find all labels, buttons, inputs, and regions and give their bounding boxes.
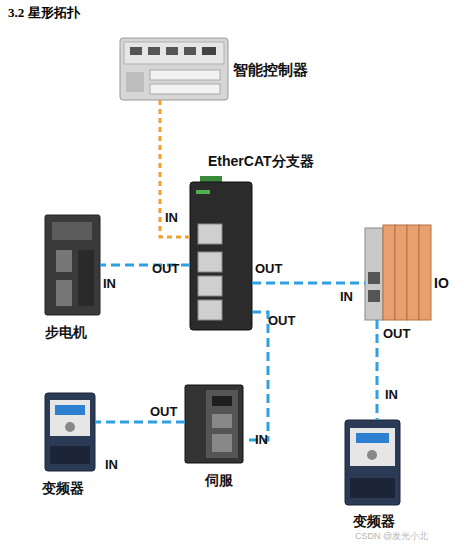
ethernet-cable [252, 282, 365, 285]
hub-image [190, 176, 252, 330]
vfd-body [45, 393, 95, 471]
device-label: 变频器 [353, 514, 395, 529]
port-label: OUT [268, 314, 295, 328]
controller-port [130, 47, 142, 55]
stepper-connector [56, 250, 72, 272]
hub-port [198, 224, 222, 244]
ethernet-cable [243, 312, 268, 440]
servo-display [212, 396, 232, 406]
controller-slot [150, 84, 220, 94]
io-module-image [365, 225, 431, 320]
device-label: 步电机 [45, 325, 87, 340]
device-label: 变频器 [42, 481, 84, 496]
controller-port [202, 47, 216, 55]
diagram-title: 3.2 星形拓扑 [8, 4, 80, 22]
servo-front [206, 390, 238, 458]
controller-vent [126, 72, 144, 92]
port-label: OUT [152, 262, 179, 276]
vfd-display [55, 405, 85, 415]
device-node: IO [365, 225, 433, 320]
hub-body [190, 182, 252, 330]
port-label: IN [255, 433, 268, 447]
servo-connector [212, 434, 232, 452]
controller-panel [124, 42, 224, 64]
port-label: IN [165, 211, 178, 225]
io-slice [395, 225, 407, 320]
vfd-display [356, 433, 389, 443]
vfd-panel [50, 400, 90, 436]
servo-body [185, 385, 243, 463]
device-node: 变频器 [345, 420, 400, 505]
vfd-right-image [345, 420, 400, 505]
vfd-knob [367, 450, 377, 460]
io-port [368, 290, 380, 302]
device-node: 伺服 [185, 385, 243, 463]
servo-image [185, 385, 243, 463]
device-label: EtherCAT分支器 [208, 154, 314, 169]
controller-port [148, 47, 160, 55]
stepper-drive-image [45, 215, 100, 315]
device-label: 伺服 [205, 473, 233, 488]
controller-port [166, 47, 178, 55]
vfd-terminal [50, 446, 90, 464]
port-label: IN [103, 277, 116, 291]
vfd-knob [65, 422, 75, 432]
vfd-panel [350, 428, 395, 466]
device-label: IO [434, 276, 449, 291]
io-port [368, 272, 380, 284]
port-label: OUT [255, 262, 282, 276]
port-label: IN [385, 388, 398, 402]
vfd-left-image [45, 393, 95, 471]
hub-port [198, 300, 222, 320]
controller-body [120, 38, 228, 100]
watermark: CSDN @发光小北 [355, 532, 428, 542]
device-label: 智能控制器 [233, 62, 308, 79]
vfd-body [345, 420, 400, 505]
hub-port [198, 276, 222, 296]
device-node: 步电机 [45, 215, 100, 315]
io-slice [419, 225, 431, 320]
controller-port [184, 47, 196, 55]
io-slice [383, 225, 395, 320]
hub-led [196, 190, 210, 194]
controller-slot [150, 70, 220, 80]
hub-port [198, 252, 222, 272]
device-node: EtherCAT分支器 [190, 182, 252, 330]
stepper-connector [56, 280, 72, 306]
port-label: IN [105, 458, 118, 472]
io-head [365, 228, 383, 320]
device-node: 智能控制器 [120, 38, 228, 100]
vfd-terminal [350, 478, 395, 498]
ethernet-cable [376, 320, 379, 420]
stepper-panel [52, 222, 92, 240]
stepper-heatsink [78, 250, 94, 306]
ethernet-cable [160, 100, 190, 237]
io-slice [407, 225, 419, 320]
ethernet-cable [95, 421, 185, 424]
port-label: OUT [383, 327, 410, 341]
servo-connector [212, 414, 232, 428]
port-label: OUT [150, 405, 177, 419]
stepper-body [45, 215, 100, 315]
device-node: 变频器 [45, 393, 95, 471]
port-label: IN [340, 290, 353, 304]
controller-image [120, 38, 228, 100]
